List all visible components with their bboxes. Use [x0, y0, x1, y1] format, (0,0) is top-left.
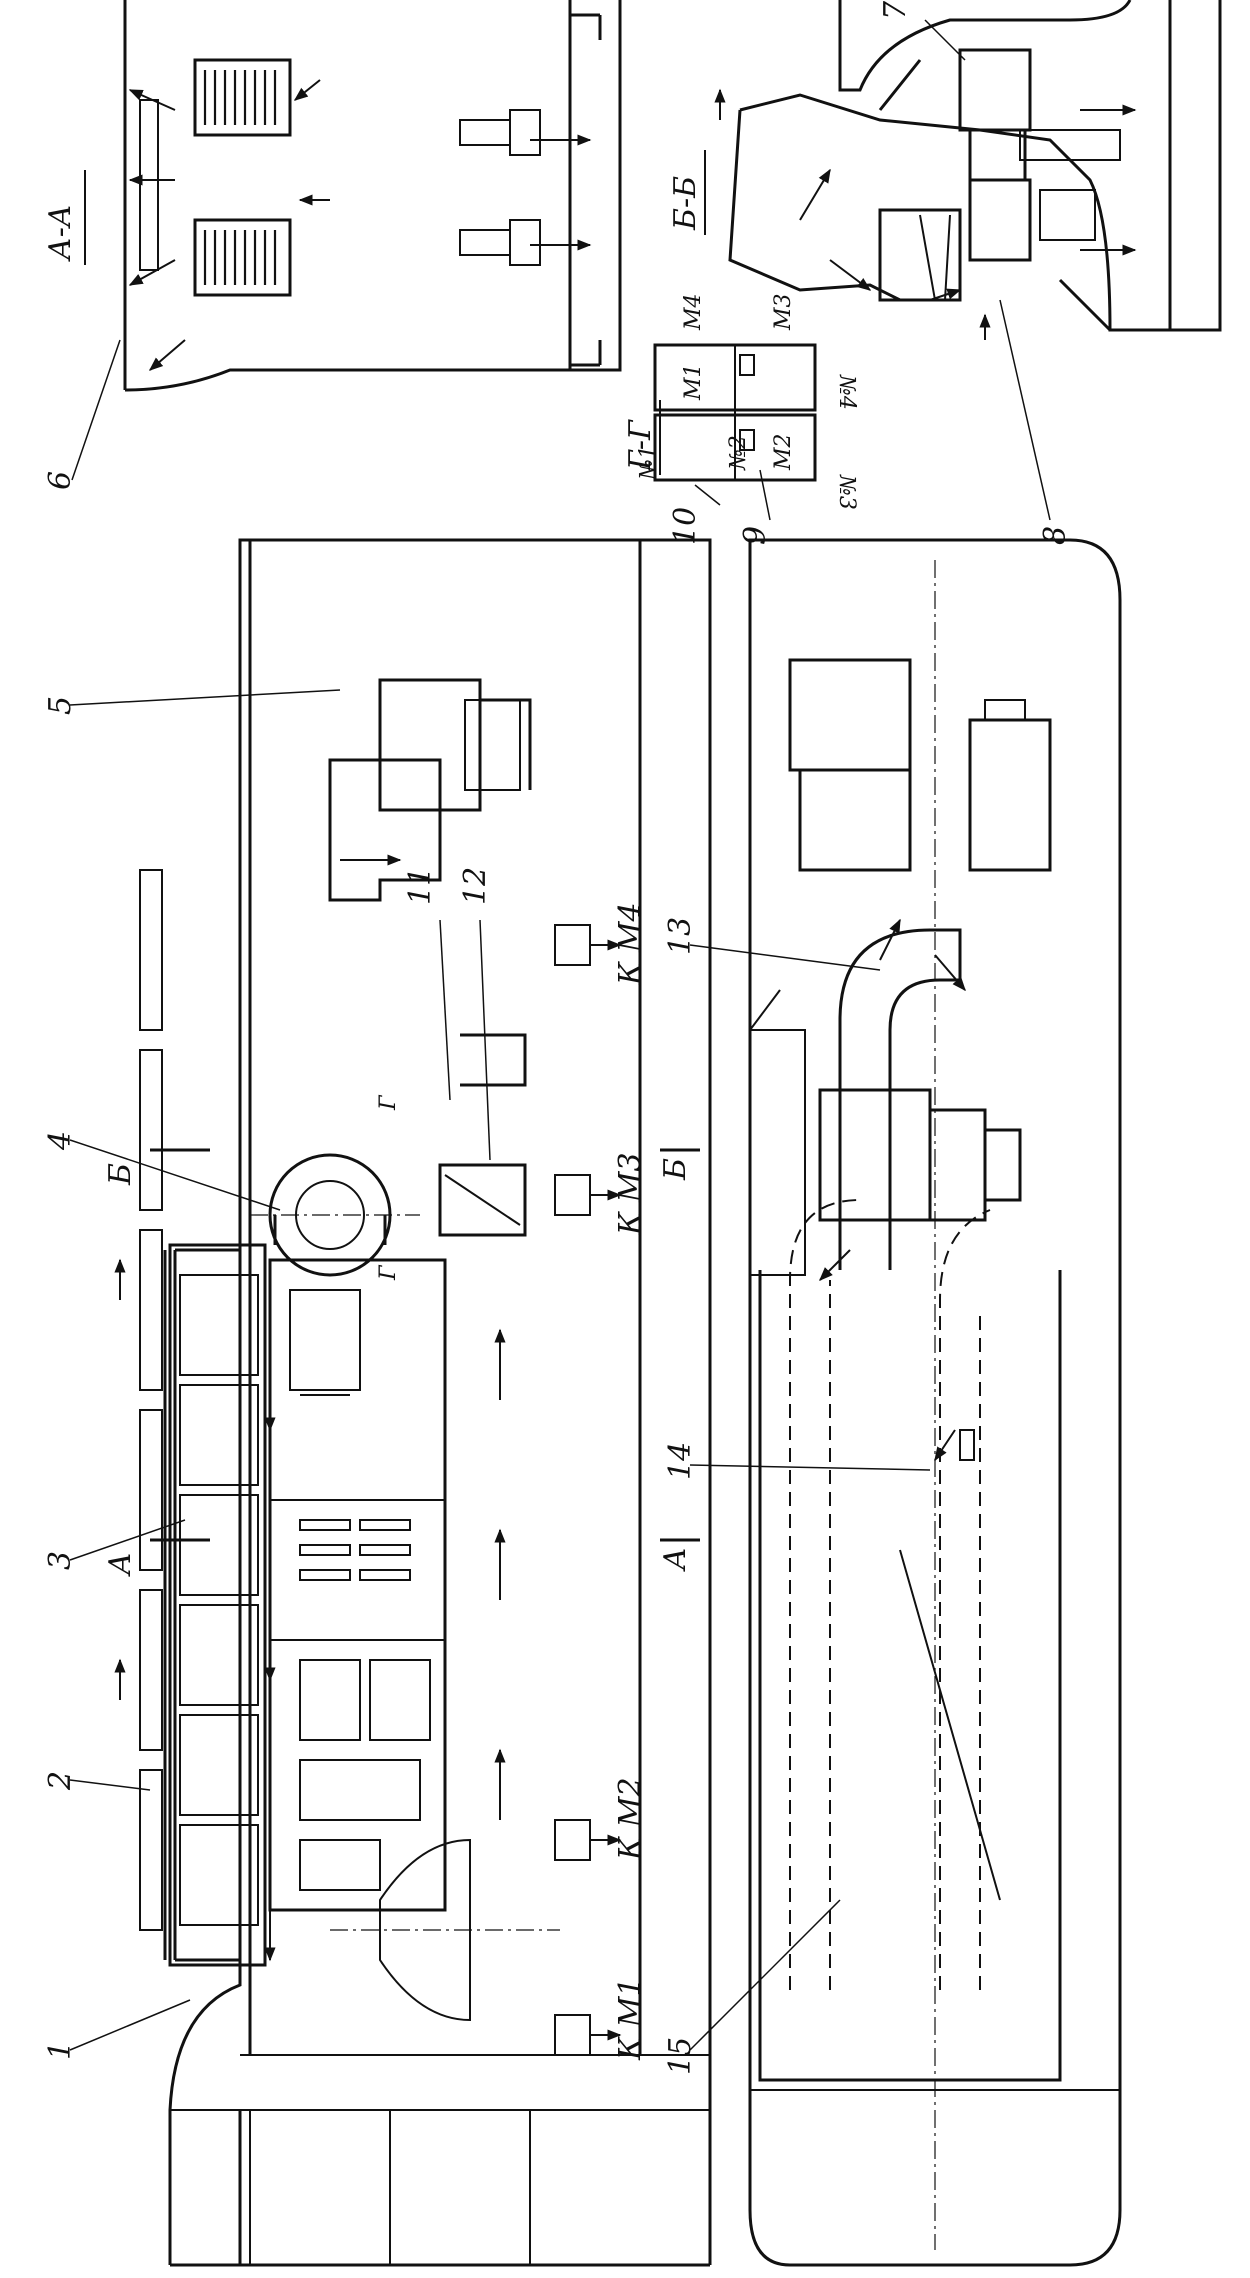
wheelset-km3	[554, 1174, 622, 1216]
label-2: 2	[43, 1771, 78, 1791]
wheelset-km4	[554, 924, 622, 966]
airflow-arrows-side	[114, 854, 506, 1962]
label-no3: №3	[834, 474, 859, 510]
section-bb	[714, 0, 1222, 340]
section-aa-title: А-А	[43, 204, 78, 262]
fan-4	[250, 1153, 420, 1277]
brake-resistor-block	[179, 1274, 259, 1926]
cut-b-top: Б	[103, 1163, 138, 1186]
traction-motor-m1	[330, 1838, 560, 2022]
motor-labels: К М1 К М2 К М3 К М4 М1 М2 М3 М4 №1 №2 №3…	[613, 293, 859, 2061]
label-3: 3	[43, 1551, 78, 1570]
duct-12	[438, 1163, 527, 1237]
label-m4: М4	[681, 293, 706, 331]
cut-b-bottom: Б	[658, 1158, 693, 1181]
wheelset-km1	[554, 2014, 622, 2056]
label-no4: №4	[834, 374, 859, 410]
label-9: 9	[738, 526, 773, 545]
label-km1: К М1	[613, 1977, 648, 2061]
section-bb-title: Б-Б	[668, 176, 703, 231]
section-aa	[123, 0, 622, 392]
side-view	[114, 538, 712, 2267]
section-labels: А-А Б-Б Г-Г А А Б Б Г Г	[43, 150, 706, 1577]
label-11: 11	[403, 867, 438, 905]
number-labels: 1 2 3 4 5 6 7 8 9 10 11 12 13 14 15	[43, 0, 1073, 2075]
cut-a-top: А	[103, 1552, 138, 1577]
label-5: 5	[43, 696, 78, 715]
label-m3: М3	[771, 293, 796, 331]
leader-lines	[69, 19, 1051, 2051]
wheelset-km2	[554, 1819, 622, 1861]
cut-g-bottom: Г	[376, 1264, 401, 1281]
roof-louvres	[139, 869, 240, 1962]
label-13: 13	[663, 917, 698, 955]
label-km4: К М4	[613, 902, 648, 986]
label-m1: М1	[681, 363, 706, 401]
plan-view	[748, 538, 1122, 2267]
label-no1: №1	[636, 445, 661, 481]
label-7: 7	[878, 0, 913, 20]
label-15: 15	[663, 2037, 698, 2075]
section-gg	[653, 343, 817, 482]
label-6: 6	[43, 471, 78, 490]
cut-a-bottom: А	[658, 1547, 693, 1572]
equipment-cabinet	[268, 1258, 447, 1912]
label-10: 10	[668, 507, 703, 545]
label-1: 1	[43, 2041, 78, 2060]
label-no2: №2	[726, 435, 751, 471]
label-14: 14	[663, 1442, 698, 1480]
label-4: 4	[43, 1131, 78, 1151]
generator-5	[328, 678, 532, 902]
label-km2: К М2	[613, 1777, 648, 1861]
label-km3: К М3	[613, 1152, 648, 1236]
section-gg-title: Г-Г	[623, 419, 658, 471]
label-m2: М2	[771, 433, 796, 471]
cut-g-top: Г	[376, 1094, 401, 1111]
label-8: 8	[1038, 526, 1073, 545]
label-12: 12	[458, 867, 493, 905]
